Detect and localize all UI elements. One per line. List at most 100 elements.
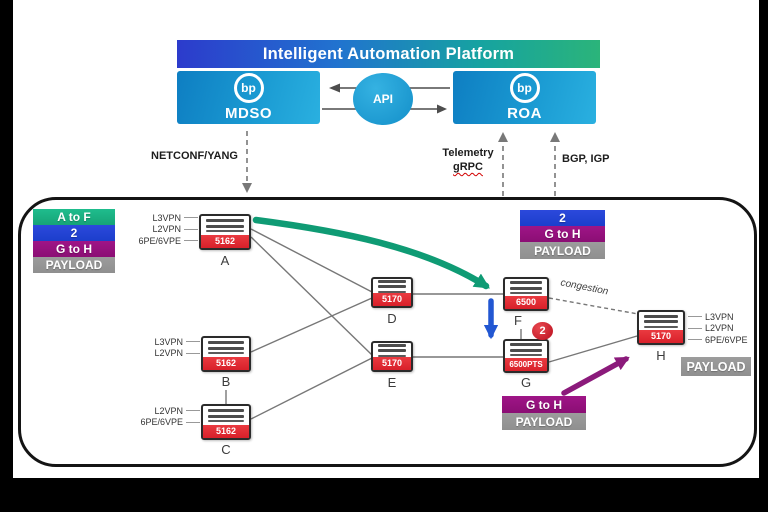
node-h-services: L3VPN L2VPN 6PE/6VPE bbox=[688, 311, 758, 346]
node-c-model: 5162 bbox=[203, 425, 249, 438]
link-c-e bbox=[250, 357, 373, 420]
link-f-h-congestion bbox=[548, 297, 639, 315]
legend-2: 2 bbox=[520, 210, 605, 226]
frame-bar-right bbox=[759, 0, 768, 512]
node-g: 6500PTS bbox=[503, 339, 549, 373]
grpc-label: gRPC bbox=[453, 161, 483, 173]
node-a-services: L3VPN L2VPN 6PE/6VPE bbox=[132, 212, 198, 247]
legend-payload: PAYLOAD bbox=[502, 413, 586, 430]
legend-payload: PAYLOAD bbox=[33, 257, 115, 273]
legend-g-to-h: G to H bbox=[502, 396, 586, 413]
node-b-model: 5162 bbox=[203, 357, 249, 370]
link-g-h bbox=[548, 335, 638, 363]
router-icon bbox=[639, 312, 683, 330]
arrow-down-icon bbox=[242, 183, 252, 193]
node-a: 5162 bbox=[199, 214, 251, 250]
service-label: L3VPN bbox=[154, 336, 183, 347]
node-b: 5162 bbox=[201, 336, 251, 372]
green-path-arrow-a-to-f bbox=[252, 216, 490, 290]
purple-path-arrow-g-to-h bbox=[561, 356, 630, 396]
link-a-d bbox=[250, 228, 373, 293]
connector-line bbox=[184, 240, 198, 242]
connector-line bbox=[688, 327, 702, 329]
service-label: L2VPN bbox=[154, 348, 183, 359]
service-label: L2VPN bbox=[154, 405, 183, 416]
node-d-letter: D bbox=[387, 311, 397, 326]
frame-bar-left bbox=[0, 0, 13, 512]
mdso-label: MDSO bbox=[225, 105, 272, 122]
node-f-model: 6500 bbox=[505, 296, 547, 309]
node-h-letter: H bbox=[656, 348, 666, 363]
node-b-letter: B bbox=[221, 374, 231, 389]
blueplanet-logo-icon: bp bbox=[509, 73, 540, 103]
roa-box: bp ROA bbox=[453, 71, 596, 124]
node-a-letter: A bbox=[220, 253, 230, 268]
legend-g-to-h: G to H bbox=[520, 226, 605, 242]
service-label: L3VPN bbox=[705, 311, 734, 322]
legend-g-to-h: G to H bbox=[33, 241, 115, 257]
legend-payload: PAYLOAD bbox=[520, 242, 605, 259]
connector-line bbox=[688, 339, 702, 341]
node-b-services: L3VPN L2VPN bbox=[134, 336, 200, 359]
api-circle: API bbox=[353, 73, 413, 125]
connector-line bbox=[186, 421, 200, 423]
node-h-model: 5170 bbox=[639, 330, 683, 343]
router-icon bbox=[203, 338, 249, 357]
link-b-d bbox=[250, 297, 373, 353]
router-icon bbox=[201, 216, 249, 235]
arrow-up-icon bbox=[498, 132, 508, 142]
connector-line bbox=[186, 341, 200, 343]
telemetry-label: Telemetry bbox=[442, 147, 494, 159]
service-label: 6PE/6VPE bbox=[140, 417, 183, 428]
connector-line bbox=[186, 410, 200, 412]
link-a-e bbox=[250, 236, 373, 356]
node-d-model: 5170 bbox=[373, 293, 411, 306]
service-label: 6PE/6VPE bbox=[138, 235, 181, 246]
node-f: 6500 bbox=[503, 277, 549, 311]
node-e-model: 5170 bbox=[373, 357, 411, 370]
payload-label-h: PAYLOAD bbox=[681, 357, 751, 376]
node-c: 5162 bbox=[201, 404, 251, 440]
roa-label: ROA bbox=[507, 105, 542, 122]
mdso-box: bp MDSO bbox=[177, 71, 320, 124]
node-h: 5170 bbox=[637, 310, 685, 345]
router-icon bbox=[203, 406, 249, 425]
node-f-letter: F bbox=[514, 313, 522, 328]
node-a-model: 5162 bbox=[201, 235, 249, 248]
router-icon bbox=[505, 341, 547, 358]
connector-line bbox=[186, 352, 200, 354]
platform-title: Intelligent Automation Platform bbox=[177, 40, 600, 68]
service-label: 6PE/6VPE bbox=[705, 334, 748, 345]
connector-line bbox=[688, 316, 702, 318]
reroute-count-badge: 2 bbox=[532, 322, 553, 340]
node-e-letter: E bbox=[387, 375, 397, 390]
legend-a-to-f: A to F bbox=[33, 209, 115, 225]
bgp-igp-label: BGP, IGP bbox=[562, 153, 610, 165]
arrow-up-icon bbox=[550, 132, 560, 142]
service-label: L2VPN bbox=[152, 224, 181, 235]
router-icon bbox=[505, 279, 547, 296]
arrow-left-icon bbox=[329, 83, 340, 93]
router-icon bbox=[373, 343, 411, 357]
node-g-model: 6500PTS bbox=[505, 358, 547, 371]
arrow-right-icon bbox=[437, 104, 447, 114]
service-label: L3VPN bbox=[152, 212, 181, 223]
telemetry-grpc-label: Telemetry gRPC bbox=[428, 146, 508, 174]
router-icon bbox=[373, 279, 411, 293]
node-c-letter: C bbox=[221, 442, 231, 457]
node-g-letter: G bbox=[520, 375, 532, 390]
legend-left: A to F 2 G to H PAYLOAD bbox=[33, 209, 115, 273]
connector-line bbox=[184, 228, 198, 230]
blueplanet-logo-icon: bp bbox=[233, 73, 264, 103]
node-c-services: L2VPN 6PE/6VPE bbox=[134, 405, 200, 428]
legend-right: 2 G to H PAYLOAD bbox=[520, 210, 605, 259]
netconf-yang-label: NETCONF/YANG bbox=[151, 150, 238, 162]
legend-g: G to H PAYLOAD bbox=[502, 396, 586, 430]
node-e: 5170 bbox=[371, 341, 413, 372]
service-label: L2VPN bbox=[705, 323, 734, 334]
connector-line bbox=[184, 217, 198, 219]
frame-bar-bottom bbox=[0, 478, 768, 512]
